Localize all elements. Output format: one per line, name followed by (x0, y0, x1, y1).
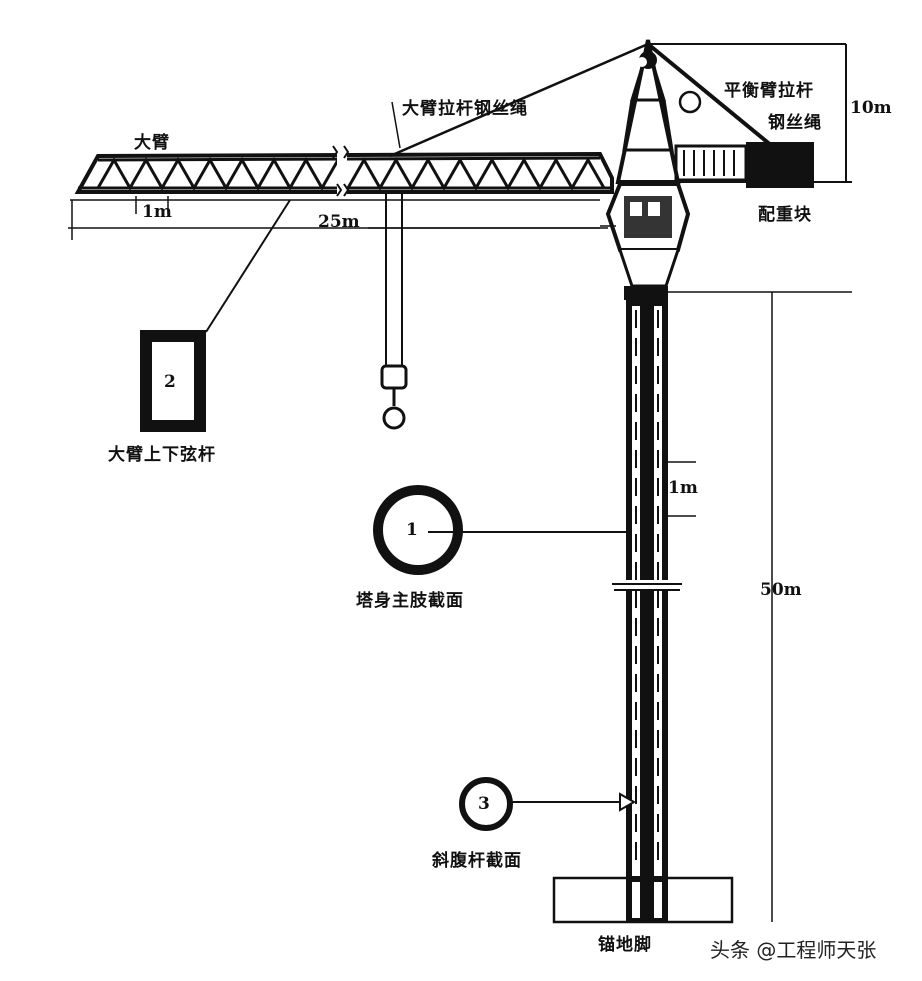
counter-tie-label-2: 钢丝绳 (768, 113, 822, 133)
mast-height-dimension: 50m (760, 580, 802, 600)
boom-label: 大臂 (134, 133, 170, 153)
section-3 (459, 777, 637, 831)
diagonal-label: 斜腹杆截面 (432, 851, 522, 871)
height-top-dimension: 10m (850, 98, 892, 118)
hook (380, 190, 408, 430)
mast-panel-dimension: 1m (668, 478, 698, 498)
section-1-number: 1 (406, 520, 418, 540)
panel-dimension: 1m (142, 202, 172, 222)
boom-height-dimension: 25m (318, 212, 360, 232)
counterweight-label: 配重块 (758, 205, 812, 225)
mast-chord-label: 塔身主肢截面 (356, 591, 464, 611)
dimension-lines (368, 227, 852, 922)
cab (600, 182, 691, 300)
anchor-label: 锚地脚 (598, 935, 652, 955)
counter-tie-label-1: 平衡臂拉杆 (724, 81, 814, 101)
counterweight-block (746, 142, 814, 188)
boom-tie-label: 大臂拉杆钢丝绳 (402, 99, 528, 119)
mast (612, 300, 682, 880)
counter-jib (674, 142, 814, 188)
boom-tie-rope (389, 42, 649, 158)
counter-jib-tie (646, 42, 852, 183)
boom-chord-label: 大臂上下弦杆 (108, 445, 216, 465)
section-2 (140, 199, 291, 432)
section-2-number: 2 (164, 372, 176, 392)
section-1 (373, 485, 628, 575)
section-3-number: 3 (478, 794, 490, 814)
watermark: 头条 @工程师天张 (710, 938, 877, 962)
